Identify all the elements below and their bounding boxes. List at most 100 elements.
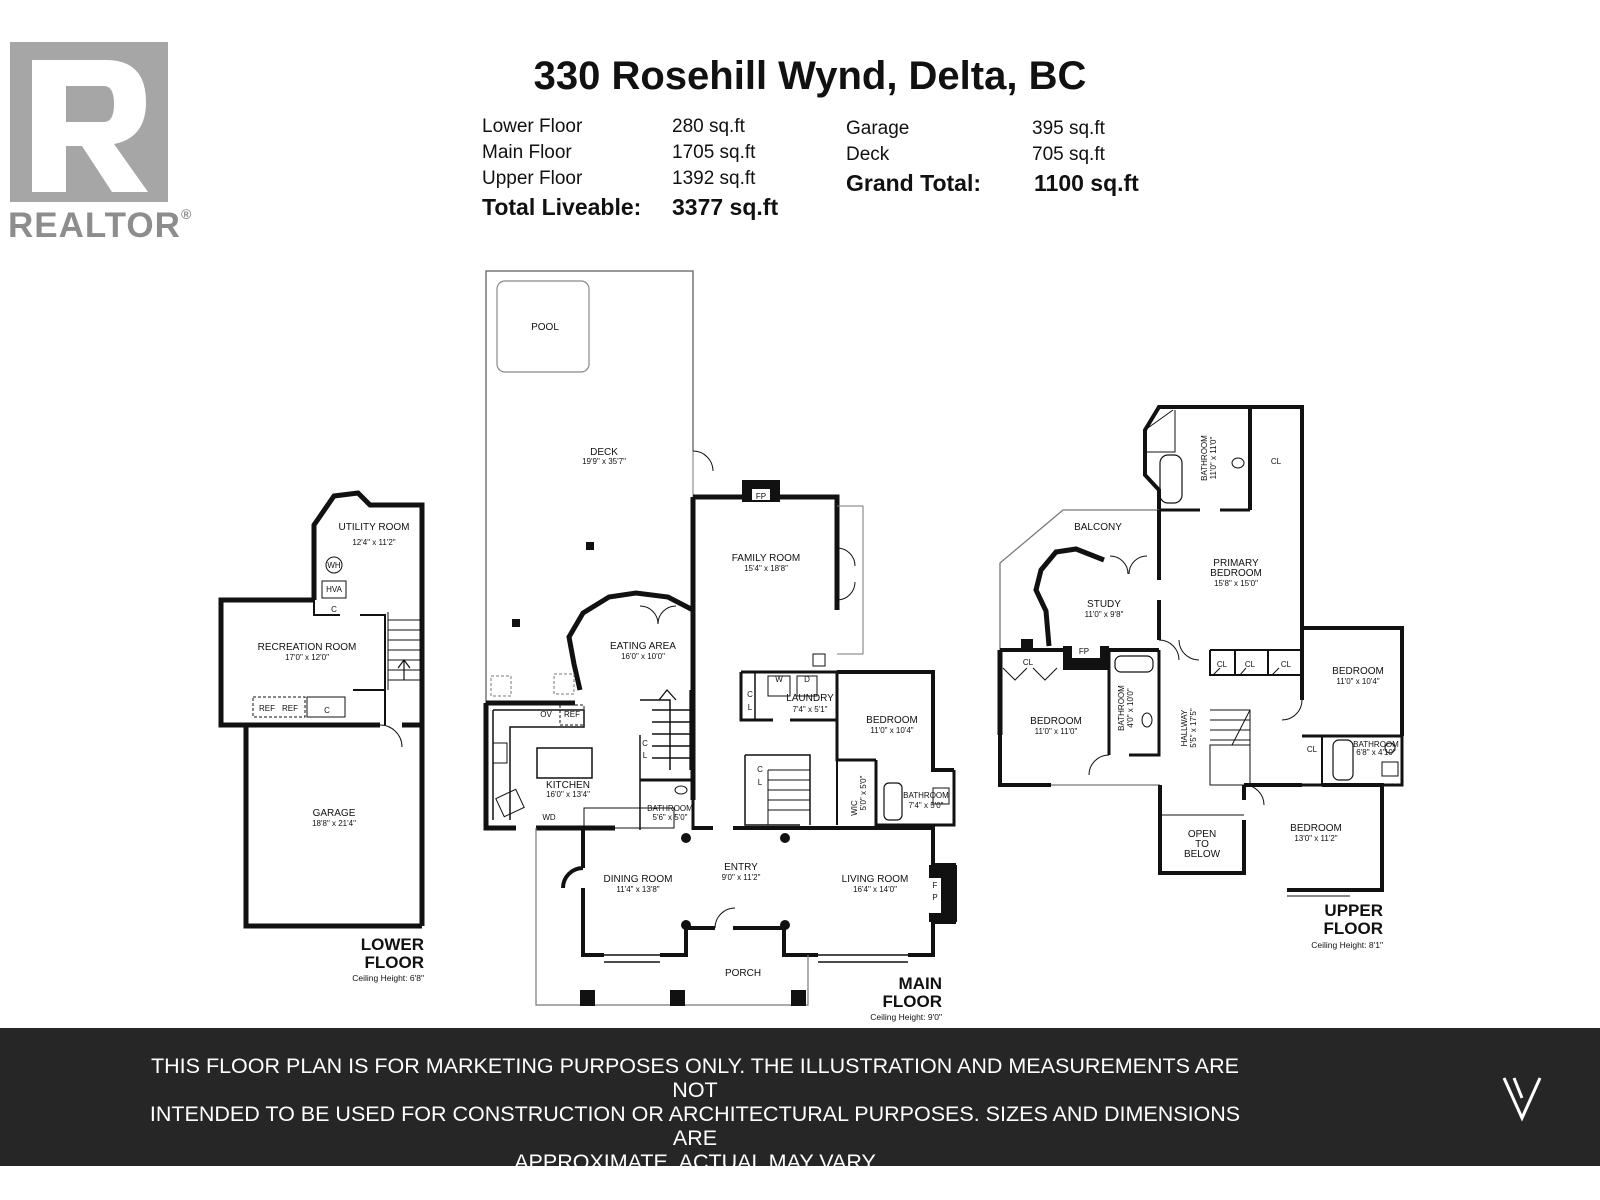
realtor-logo: REALTOR® (8, 42, 191, 247)
primary-bedroom-name-1: PRIMARY (1213, 558, 1259, 569)
bathroom-a-name: BATHROOM (647, 804, 693, 813)
kitchen-name: KITCHEN (546, 780, 590, 791)
garage-label: Garage (846, 118, 910, 139)
laundry-name: LAUNDRY (786, 693, 834, 704)
upper-floor-plan (997, 405, 1404, 897)
study-name: STUDY (1087, 599, 1121, 610)
floor-plan-drawing: UTILITY ROOM 12'4" x 11'2" WH HVA C RECR… (218, 270, 1404, 1022)
lower-floor-title-2: FLOOR (365, 953, 425, 972)
grand-total-value: 1100 sq.ft (1034, 170, 1139, 196)
recreation-room-name: RECREATION ROOM (258, 642, 357, 653)
upper-bath-right-dims: 6'8" x 4'10" (1356, 748, 1396, 757)
porch-name: PORCH (725, 968, 761, 979)
washer-label: W (775, 675, 783, 684)
kitchen-dims: 16'0" x 13'4" (546, 790, 590, 799)
wic-dims: 5'0" x 5'0" (859, 775, 868, 810)
bathroom-a-dims: 5'6" x 5'0" (653, 813, 688, 822)
upper-top-closet-label: CL (1271, 457, 1282, 466)
kitchen-closet-l: L (643, 751, 648, 760)
registered-mark: ® (180, 206, 193, 222)
open-to-below-3: BELOW (1184, 849, 1221, 860)
upper-right-bedroom-name: BEDROOM (1332, 666, 1384, 677)
study-dims: 11'0" x 9'8" (1085, 610, 1124, 619)
utility-room-name: UTILITY ROOM (339, 522, 410, 533)
entry-closet-c: C (757, 765, 763, 774)
laundry-dims: 7'4" x 5'1" (793, 705, 828, 714)
hallway-name: HALLWAY (1180, 709, 1189, 746)
dining-room-name: DINING ROOM (604, 874, 673, 885)
fridge-1-label: REF (259, 704, 275, 713)
utility-room-dims: 12'4" x 11'2" (352, 538, 395, 547)
garage-dims: 18'8" x 21'4" (312, 819, 356, 828)
dryer-label: D (804, 675, 810, 684)
main-floor-ceiling: Ceiling Height: 9'0" (870, 1012, 942, 1022)
property-address-title: 330 Rosehill Wynd, Delta, BC (533, 54, 1087, 98)
main-floor-value: 1705 sq.ft (672, 142, 756, 163)
primary-bedroom-dims: 15'8" x 15'0" (1214, 579, 1258, 588)
upper-bath-top-dims: 11'0" x 11'0" (1209, 436, 1218, 479)
disclaimer-line-1: THIS FLOOR PLAN IS FOR MARKETING PURPOSE… (151, 1054, 1239, 1102)
entry-name: ENTRY (724, 862, 758, 873)
eating-area-dims: 16'0" x 10'0" (621, 652, 665, 661)
pool-name: POOL (531, 322, 559, 333)
garage-value: 395 sq.ft (1032, 118, 1105, 139)
balcony-name: BALCONY (1074, 522, 1122, 533)
total-liveable-value: 3377 sq.ft (672, 194, 779, 220)
lower-floor-ceiling: Ceiling Height: 6'8" (352, 973, 424, 983)
open-to-below-1: OPEN (1188, 829, 1216, 840)
upper-floor-ceiling: Ceiling Height: 8'1" (1311, 940, 1383, 950)
upper-bottom-bedroom-name: BEDROOM (1290, 823, 1342, 834)
kitchen-fridge-label: REF (564, 710, 580, 719)
wic-name: WIC (850, 800, 859, 816)
family-room-name: FAMILY ROOM (732, 553, 801, 564)
laundry-closet-l: L (748, 703, 753, 712)
living-room-name: LIVING ROOM (842, 874, 909, 885)
deck-name: DECK (590, 447, 618, 458)
disclaimer-line-3: APPROXIMATE. ACTUAL MAY VARY (514, 1150, 876, 1174)
v-logo-icon (1502, 1077, 1542, 1122)
primary-bedroom-name-2: BEDROOM (1210, 568, 1262, 579)
upper-bath-top-name: BATHROOM (1200, 435, 1209, 481)
lower-floor-title-1: LOWER (361, 935, 424, 954)
deck-label: Deck (846, 144, 890, 165)
upper-left-bedroom-dims: 11'0" x 11'0" (1035, 727, 1078, 736)
total-liveable-label: Total Liveable: (482, 194, 642, 220)
grand-total-label: Grand Total: (846, 170, 982, 196)
upper-floor-value: 1392 sq.ft (672, 168, 756, 189)
right-bath-closet-label: CL (1307, 745, 1318, 754)
upper-bath-mid-dims: 4'0" x 10'0" (1126, 688, 1135, 728)
hall-closet-1-label: CL (1217, 660, 1228, 669)
kitchen-washer-dryer-label: WD (542, 813, 556, 822)
realtor-wordmark: REALTOR (8, 206, 181, 245)
garage-name: GARAGE (313, 808, 356, 819)
lower-floor-value: 280 sq.ft (672, 116, 745, 137)
upper-bottom-bedroom-dims: 13'0" x 11'2" (1294, 834, 1337, 843)
upper-bath-right-name: BATHROOM (1353, 740, 1399, 749)
upper-bath-mid-name: BATHROOM (1117, 685, 1126, 731)
oven-label: OV (540, 710, 552, 719)
dining-room-dims: 11'4" x 13'8" (616, 885, 659, 894)
main-floor-title-2: FLOOR (883, 992, 943, 1011)
bathroom-b-name: BATHROOM (903, 791, 949, 800)
area-summary: Lower Floor 280 sq.ft Main Floor 1705 sq… (482, 116, 1182, 226)
deck-value: 705 sq.ft (1032, 144, 1105, 165)
lower-floor-label: Lower Floor (482, 116, 583, 137)
recreation-room-dims: 17'0" x 12'0" (285, 653, 329, 662)
family-room-dims: 15'4" x 18'8" (744, 564, 788, 573)
laundry-closet-c: C (747, 690, 753, 699)
entry-closet-l: L (758, 778, 763, 787)
left-bedroom-closet-label: CL (1023, 658, 1034, 667)
main-bedroom-name: BEDROOM (866, 715, 918, 726)
upper-fireplace-label: FP (1079, 647, 1089, 656)
kitchen-closet-c: C (642, 739, 648, 748)
main-floor-label: Main Floor (482, 142, 572, 163)
main-floor-plan (483, 270, 957, 1006)
living-fireplace-p: P (932, 893, 937, 902)
disclaimer-footer: THIS FLOOR PLAN IS FOR MARKETING PURPOSE… (0, 1028, 1600, 1174)
disclaimer-line-2: INTENDED TO BE USED FOR CONSTRUCTION OR … (149, 1102, 1241, 1150)
water-heater-label: WH (327, 561, 341, 570)
upper-floor-title-1: UPPER (1324, 901, 1383, 920)
hall-closet-2-label: CL (1245, 660, 1256, 669)
fridge-2-label: REF (282, 704, 298, 713)
main-bedroom-dims: 11'0" x 10'4" (870, 726, 913, 735)
